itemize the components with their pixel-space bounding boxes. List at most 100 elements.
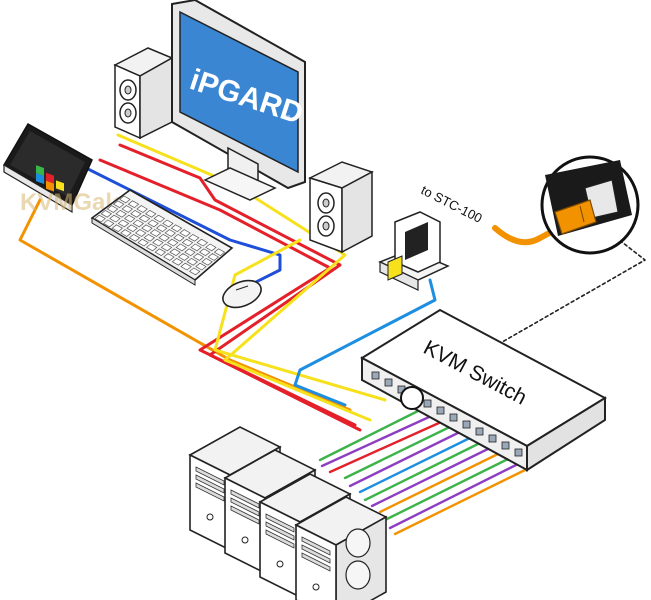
keyboard-key — [186, 257, 199, 266]
keyboard-key — [128, 233, 141, 242]
keyboard-key — [143, 233, 156, 242]
yellow-cable-2 — [213, 238, 387, 402]
keyboard-key — [162, 219, 174, 228]
keyboard-key — [111, 224, 124, 233]
kvm-port — [462, 420, 471, 429]
keyboard-key — [115, 209, 127, 218]
keyboard-key — [126, 224, 138, 233]
keyboard-key — [213, 248, 226, 257]
fan-grille — [345, 528, 371, 558]
kvm-port — [449, 413, 458, 422]
computer-towers — [188, 426, 388, 600]
keyboard-key — [153, 214, 166, 223]
fan-grille — [345, 560, 371, 590]
kvm-port — [384, 378, 393, 387]
keyboard-key — [166, 238, 179, 247]
power-button — [241, 536, 249, 544]
keyboard-key — [94, 214, 106, 223]
keyboard-key — [121, 205, 134, 213]
speaker-left — [113, 47, 174, 140]
keyboard-key — [169, 248, 181, 257]
monitor-trademark: ™ — [283, 115, 290, 122]
kvm-ports — [371, 371, 523, 457]
port-highlight — [400, 386, 424, 410]
keyboard-key — [177, 253, 190, 261]
keyboard-key — [132, 219, 145, 228]
keyboard-key — [155, 224, 168, 233]
lightblue-cable — [293, 278, 437, 407]
keyboard-key — [145, 243, 158, 252]
kvm-port — [423, 399, 432, 408]
drive-bay — [195, 466, 225, 486]
keyboard-key — [173, 233, 185, 242]
power-button — [276, 560, 284, 568]
keyboard-key — [147, 219, 159, 228]
keyboard-key — [187, 233, 200, 242]
keyboard — [90, 189, 234, 286]
kvm-port — [514, 448, 523, 457]
cables — [18, 133, 646, 536]
rj45-connector — [540, 155, 640, 255]
keyboard-key — [170, 224, 183, 233]
mouse — [222, 279, 262, 309]
keyboard-key — [205, 243, 217, 252]
keyboard-key — [130, 209, 142, 218]
keyboard-key — [196, 238, 209, 247]
keyboard-key — [188, 267, 201, 276]
monitor: iPGARD ™ — [171, 0, 307, 201]
orange-cable — [18, 198, 352, 412]
stc-cable — [492, 219, 573, 246]
keyboard-key — [164, 229, 177, 237]
kvm-port — [488, 434, 497, 443]
keyboard-key — [158, 233, 170, 242]
keyboard-key — [137, 238, 149, 247]
keyboard-key — [109, 214, 121, 223]
yellow-cable — [116, 133, 372, 422]
keyboard-key — [134, 229, 147, 237]
drive-bay — [230, 497, 260, 517]
keyboard-key — [154, 248, 167, 257]
power-button — [312, 583, 320, 591]
kvm-port — [501, 441, 510, 450]
keyboard-key — [106, 205, 119, 213]
keyboard-key — [127, 200, 140, 209]
keyboard-key — [181, 238, 194, 247]
keyboard-key — [138, 214, 151, 223]
keyboard-key — [152, 238, 164, 247]
keyboard-key — [171, 257, 184, 266]
keyboard-key — [179, 229, 191, 237]
keyboard-key — [192, 253, 205, 261]
keyboard-key — [100, 209, 113, 218]
keyboard-key — [141, 224, 153, 233]
keyboard-key — [123, 214, 136, 223]
keyboard-key — [144, 209, 157, 218]
keyboard-key — [163, 253, 175, 261]
touch-panel — [2, 122, 93, 214]
keyboard-key — [190, 243, 202, 252]
keyboard-key — [117, 219, 130, 228]
keyboard-key — [175, 243, 188, 252]
keyboard-key — [119, 195, 131, 204]
keyboard-key — [160, 243, 173, 252]
blue-cable — [78, 163, 282, 292]
keyboard-key — [184, 248, 196, 257]
keyboard-key — [102, 219, 115, 228]
keyboard-key — [195, 262, 207, 271]
keyboard-key — [112, 200, 125, 209]
drive-bay — [265, 521, 295, 541]
power-button — [206, 513, 214, 521]
drive-bay — [230, 489, 260, 509]
keyboard-key — [198, 248, 211, 257]
kvm-port — [371, 371, 380, 380]
keyboard-keys — [94, 195, 226, 276]
drive-bay — [301, 536, 331, 556]
keyboard-key — [149, 229, 162, 237]
keyboard-key — [180, 262, 192, 271]
drive-bay — [195, 474, 225, 494]
keyboard-key — [207, 253, 220, 261]
kvm-switch: KVM Switch — [359, 308, 608, 472]
drive-bay — [301, 544, 331, 564]
keyboard-key — [201, 257, 213, 266]
drive-bay — [195, 482, 225, 502]
